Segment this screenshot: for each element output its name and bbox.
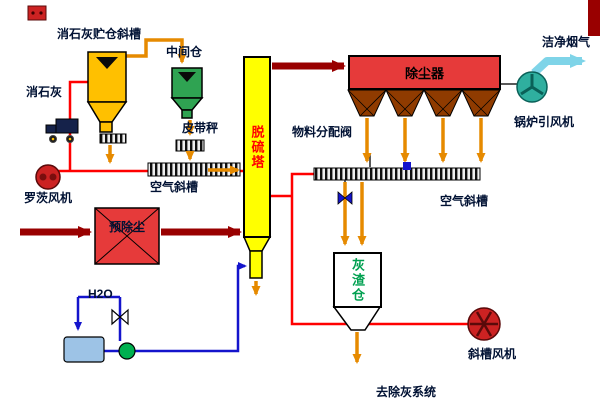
label-chute-fan: 斜槽风机 [468,347,517,361]
label-to-ash-system: 去除灰系统 [376,385,437,399]
label-belt-scale: 皮带秤 [182,121,219,135]
label-material-distribution-valve: 物料分配阀 [292,125,353,139]
label-h2o: H2O [88,287,113,301]
water-valve [111,308,129,326]
belt-scale-strip [175,139,205,152]
water-pump [118,342,136,360]
label-slaked-lime-silo-chute: 消石灰贮仓斜槽 [57,27,142,41]
label-boiler-fan: 锅炉引风机 [514,115,575,129]
clean-gas-arrow [531,54,586,76]
desulfurization-tower: 脱硫塔 [243,56,271,238]
silo-discharge-strip [99,133,127,144]
label-slaked-lime: 消石灰 [26,85,63,99]
dust-collector-hoppers [347,89,501,117]
material-flow-arrows [105,38,486,364]
label-pre-deduster: 预除尘 [108,220,145,234]
storage-silo [86,51,128,133]
desulfurization-tower-label: 脱硫塔 [249,124,265,170]
water-tank [63,336,105,363]
chute-port-marker [403,162,411,170]
label-roots-blower: 罗茨风机 [24,191,73,205]
label-air-chute-left: 空气斜槽 [150,180,199,194]
dust-collector-label: 除尘器 [404,66,444,81]
label-air-chute-right: 空气斜槽 [440,194,489,208]
label-intermediate-silo: 中间仓 [166,45,203,59]
flue-gas-arrows [20,60,346,238]
lime-truck [45,118,79,143]
chute-drain-valve [337,191,353,205]
air-chute-left-strip [147,162,241,177]
intermediate-silo-shape [170,67,204,119]
tower-funnel [242,236,272,279]
dust-collector: 除尘器 [348,55,501,90]
air-chute-right-strip [313,167,481,181]
legend-box [27,5,47,21]
ash-silo: 灰渣仓 [333,252,382,308]
chute-fan-icon [467,307,501,341]
label-clean-flue-gas: 洁净烟气 [542,35,591,49]
roots-blower-icon [35,164,61,190]
boiler-fan-icon [516,71,548,103]
pre-deduster-box [94,207,160,265]
canvas-edge-bar [588,0,600,36]
ash-silo-funnel [332,306,382,331]
ash-silo-label: 灰渣仓 [350,257,365,303]
water-pipes [74,262,247,353]
